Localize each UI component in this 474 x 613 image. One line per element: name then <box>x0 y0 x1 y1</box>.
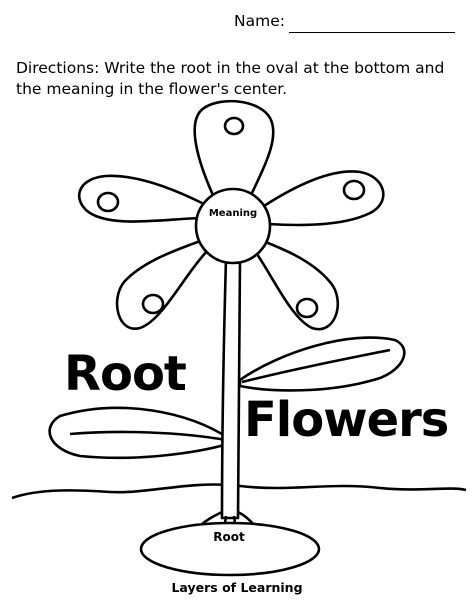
footer-brand: Layers of Learning <box>171 580 303 595</box>
petal-dot <box>96 191 120 213</box>
petal-dot <box>141 293 165 315</box>
petal-bottom-left <box>115 234 216 330</box>
petal-dot <box>223 116 245 136</box>
right-leaf-vein <box>241 348 391 384</box>
stem <box>220 256 242 520</box>
flower-center <box>194 187 272 265</box>
petal-right <box>262 170 385 227</box>
name-blank-line[interactable] <box>289 32 455 33</box>
petal-dot <box>295 297 319 319</box>
directions-text: Directions: Write the root in the oval a… <box>16 59 445 98</box>
petal-dot <box>342 179 366 201</box>
name-label: Name: <box>234 12 285 30</box>
ground-line <box>11 483 467 500</box>
petal-bottom-right <box>248 234 340 331</box>
root-oval <box>139 521 321 577</box>
title-line-1: Root <box>64 346 187 402</box>
petal-top <box>193 99 275 208</box>
oval-label: Root <box>213 530 245 544</box>
title-line-2: Flowers <box>244 392 449 448</box>
center-label: Meaning <box>209 208 257 219</box>
left-leaf-vein <box>69 430 227 442</box>
roots <box>199 510 258 531</box>
